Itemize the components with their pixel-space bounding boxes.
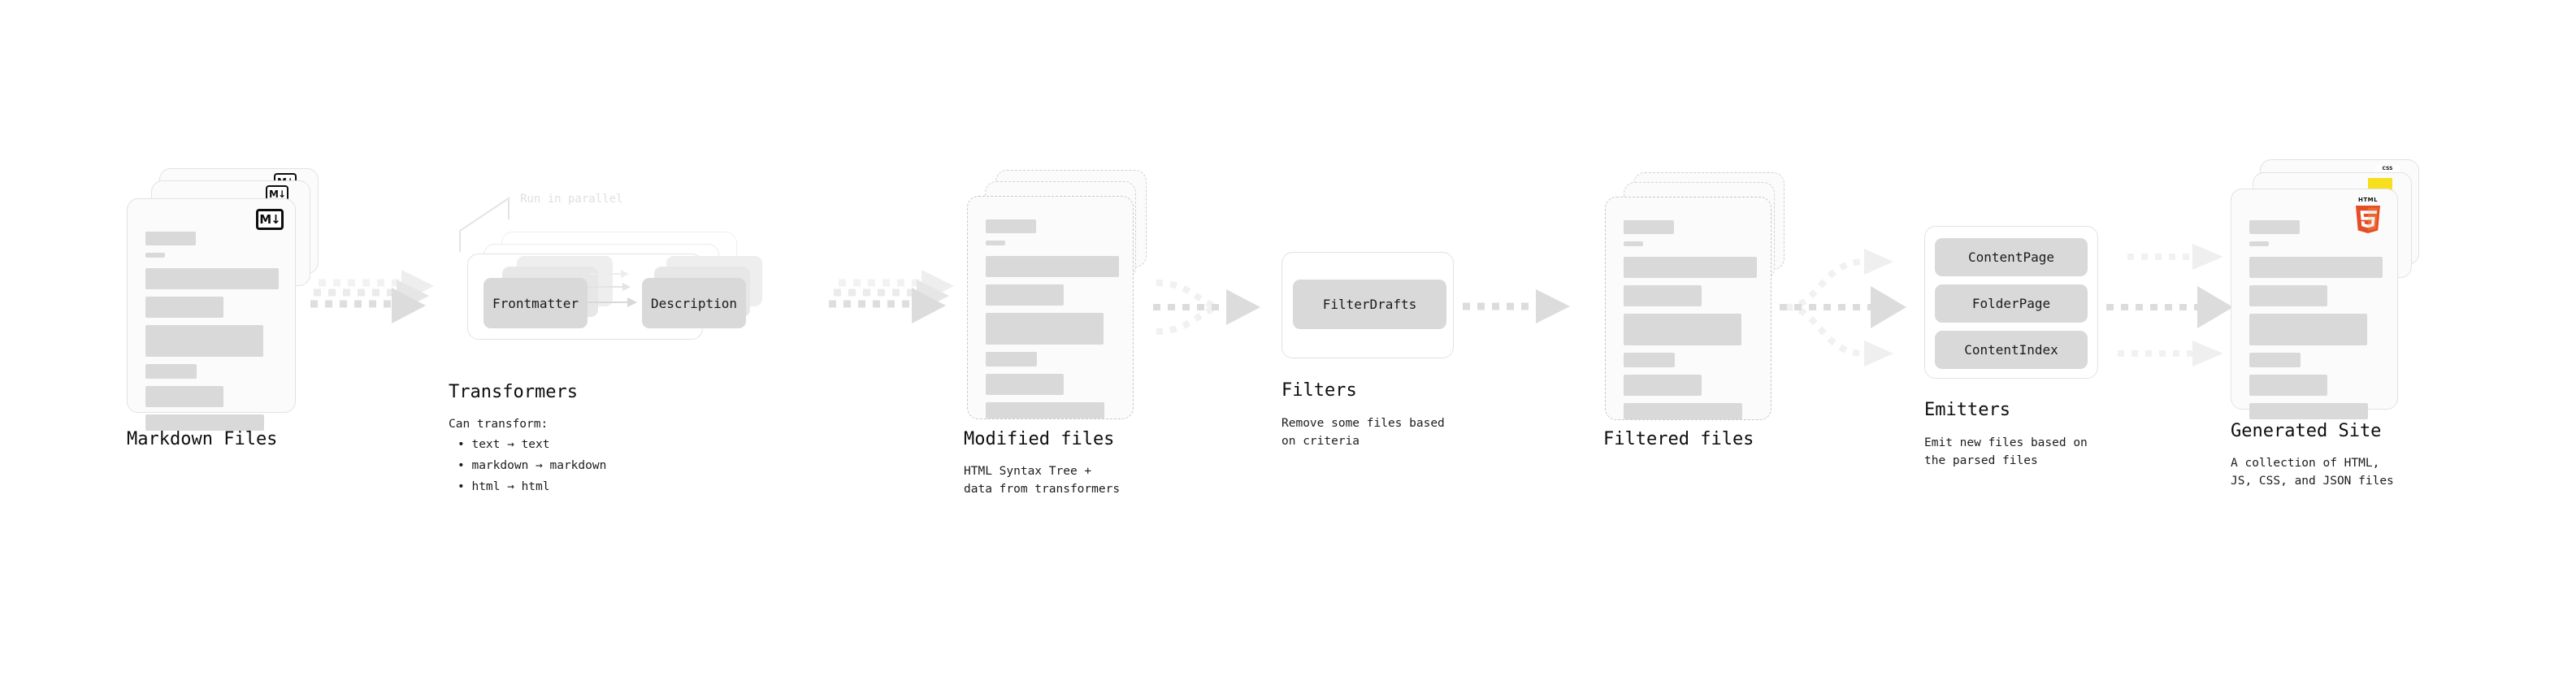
placeholder-line: [145, 364, 197, 379]
placeholder-line: [986, 241, 1005, 245]
placeholder-line: [986, 313, 1104, 345]
placeholder-line: [2249, 353, 2301, 367]
stage-subtitle-modified-files: HTML Syntax Tree + data from transformer…: [964, 465, 1121, 496]
placeholder-line: [1624, 241, 1643, 246]
transformers-bullet-2: • html → html: [458, 480, 550, 493]
placeholder-line: [145, 386, 223, 407]
html5-icon-label: HTML: [2357, 197, 2379, 203]
conn-filtered-to-emitters: [1780, 249, 1906, 367]
transformers-bullet-1: • markdown → markdown: [458, 459, 607, 472]
filtered-placeholder-lines: [1624, 220, 1757, 419]
placeholder-line: [2249, 241, 2269, 246]
conn-transformers-to-modified: [829, 270, 954, 323]
placeholder-line: [145, 253, 165, 258]
stage-subtitle-filters: Remove some files based on criteria: [1281, 417, 1445, 448]
stage-subtitle-emitters: Emit new files based on the parsed files: [1924, 436, 2088, 467]
placeholder-line: [145, 268, 279, 289]
transformer-pill-frontmatter[interactable]: Frontmatter: [484, 278, 588, 328]
run-in-parallel-label: Run in parallel: [520, 193, 623, 206]
conn-md-to-transformers: [310, 270, 434, 323]
stage-title-filtered-files: Filtered files: [1603, 429, 1754, 449]
placeholder-line: [1624, 353, 1675, 367]
emitter-pill-contentindex[interactable]: ContentIndex: [1935, 331, 2088, 369]
placeholder-line: [1624, 314, 1741, 345]
conn-emitters-to-site: [2106, 244, 2233, 367]
placeholder-line: [145, 414, 264, 431]
transformers-bullet-0: • text → text: [458, 438, 550, 451]
filtered-card-front: [1605, 197, 1772, 420]
placeholder-line: [2249, 285, 2327, 306]
placeholder-line: [986, 284, 1064, 306]
placeholder-line: [986, 374, 1064, 395]
stage-title-generated-site: Generated Site: [2231, 421, 2382, 441]
markdown-card-front: M↓: [127, 198, 296, 431]
emitter-pill-contentpage[interactable]: ContentPage: [1935, 238, 2088, 276]
placeholder-line: [986, 352, 1037, 367]
conn-modified-to-filters: [1153, 280, 1260, 335]
run-in-parallel-bracket: [459, 197, 510, 252]
placeholder-line: [145, 325, 263, 357]
placeholder-line: [2249, 314, 2367, 345]
site-placeholder-lines: [2249, 220, 2383, 419]
stage-title-markdown-files: Markdown Files: [127, 429, 278, 449]
transformer-inner-arrows: [587, 270, 637, 307]
emitter-pill-folderpage[interactable]: FolderPage: [1935, 284, 2088, 323]
placeholder-line: [2249, 257, 2383, 278]
transformer-pill-description[interactable]: Description: [642, 278, 746, 328]
markdown-placeholder-lines: [145, 232, 279, 431]
placeholder-line: [1624, 257, 1757, 278]
stage-title-filters: Filters: [1281, 380, 1357, 401]
html5-icon: HTML: [2352, 197, 2384, 236]
markdown-badge-mid: M↓: [266, 185, 288, 202]
placeholder-line: [2249, 220, 2300, 234]
stage-title-modified-files: Modified files: [964, 429, 1115, 449]
placeholder-line: [986, 219, 1036, 233]
site-card-front: HTML: [2231, 189, 2398, 419]
placeholder-line: [986, 256, 1119, 277]
placeholder-line: [2249, 403, 2368, 419]
placeholder-line: [2249, 375, 2327, 396]
placeholder-line: [1624, 375, 1702, 396]
modified-card-front: [967, 196, 1134, 419]
stage-subtitle-generated-site: A collection of HTML, JS, CSS, and JSON …: [2231, 457, 2394, 488]
modified-placeholder-lines: [986, 219, 1119, 419]
placeholder-line: [145, 232, 196, 245]
placeholder-line: [145, 297, 223, 318]
placeholder-line: [986, 402, 1104, 419]
placeholder-line: [1624, 220, 1674, 234]
filter-pill-filterdrafts[interactable]: FilterDrafts: [1293, 280, 1446, 329]
conn-filters-to-filtered: [1463, 289, 1570, 323]
placeholder-line: [1624, 403, 1742, 419]
stage-title-emitters: Emitters: [1924, 400, 2010, 420]
stage-title-transformers: Transformers: [449, 382, 578, 402]
transformers-bullets-heading: Can transform:: [449, 418, 549, 431]
markdown-badge-front: M↓: [256, 209, 284, 230]
placeholder-line: [1624, 285, 1702, 306]
